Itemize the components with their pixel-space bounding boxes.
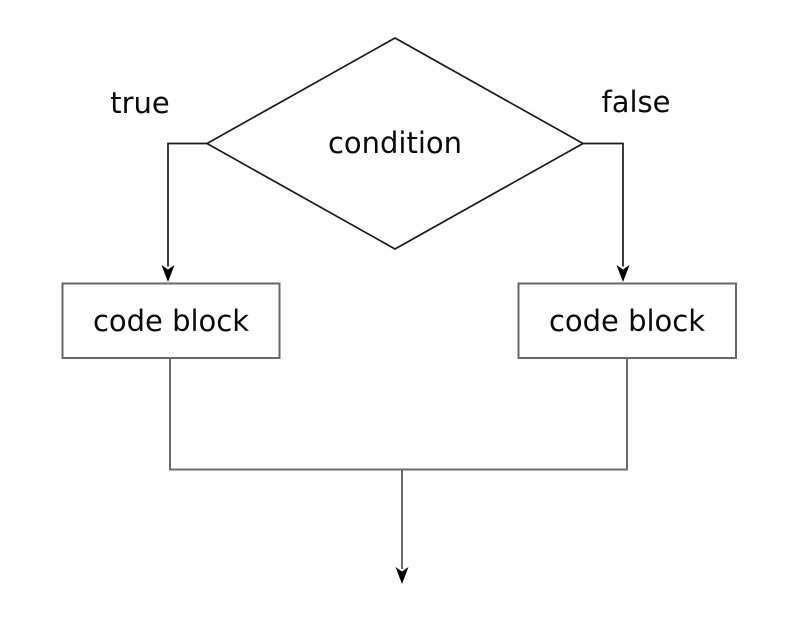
true-edge-label: true xyxy=(110,86,170,120)
right-code-block-label: code block xyxy=(549,304,705,338)
condition-diamond xyxy=(205,37,585,250)
left-code-block-label: code block xyxy=(93,304,249,338)
condition-label: condition xyxy=(328,126,462,160)
true-branch-arrowhead-icon xyxy=(161,265,175,282)
left-code-block-node xyxy=(61,282,281,359)
false-branch-line xyxy=(583,142,624,267)
exit-arrowhead-icon xyxy=(395,567,409,584)
true-branch-line xyxy=(167,142,207,267)
merge-connector-line xyxy=(169,358,628,471)
false-branch-arrowhead-icon xyxy=(616,265,630,282)
false-edge-label: false xyxy=(602,85,671,119)
